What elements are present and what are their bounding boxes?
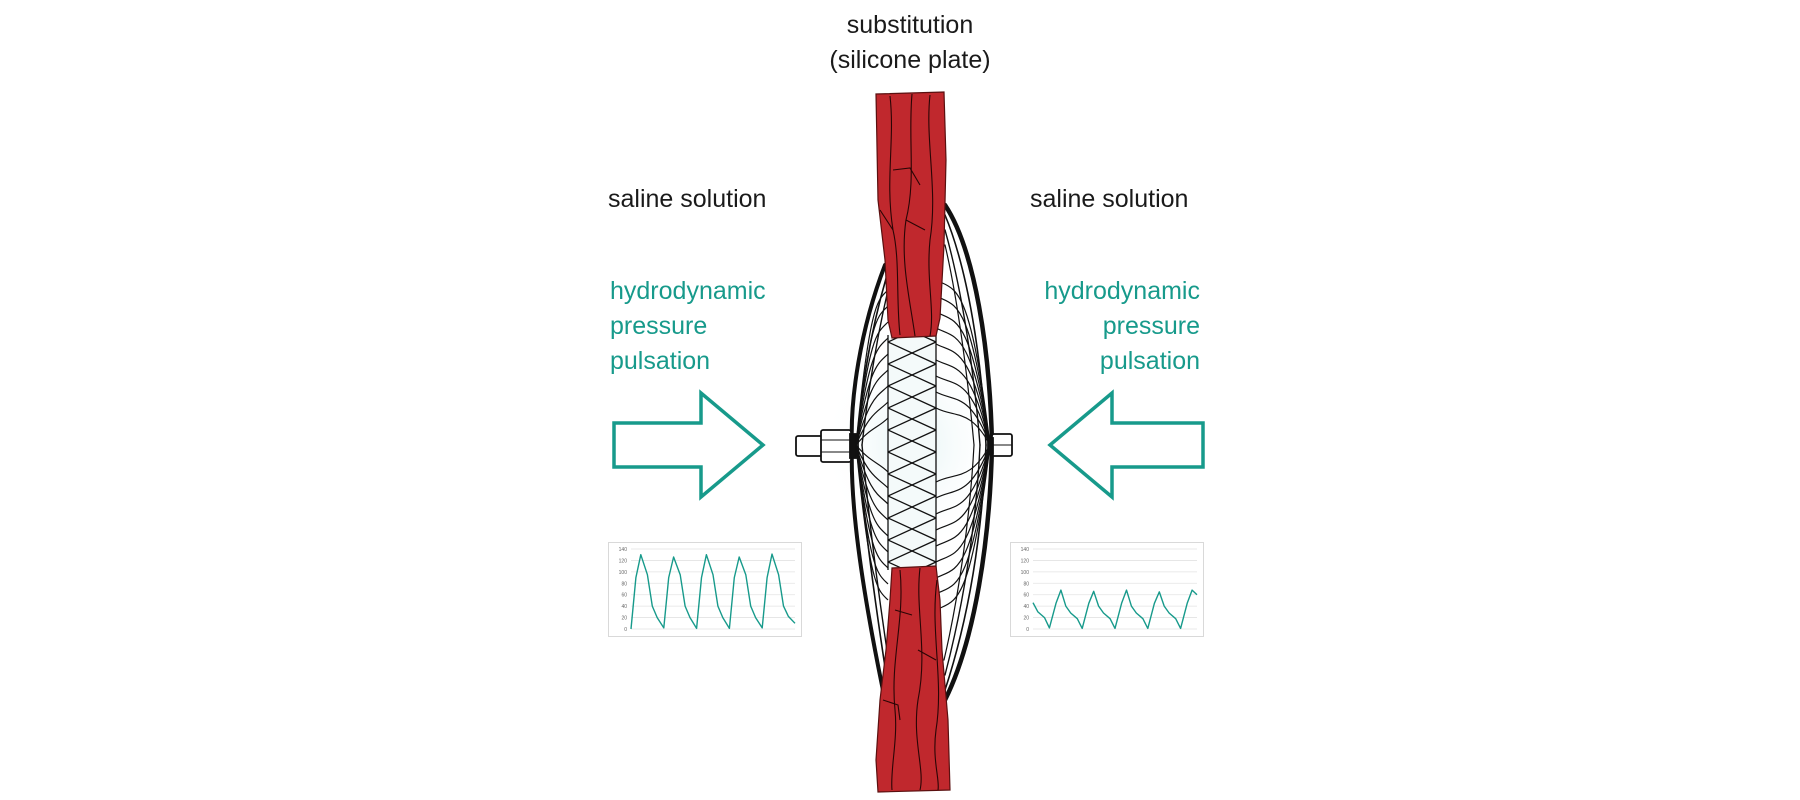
stent-wire bbox=[888, 363, 936, 387]
right-pressure-line-1: hydrodynamic bbox=[1044, 277, 1200, 305]
mesh-curve-right-top bbox=[935, 391, 991, 446]
mesh-curve-right-bottom bbox=[935, 444, 991, 531]
stent-wire bbox=[919, 335, 936, 343]
mesh-curve-right-bottom bbox=[935, 444, 991, 595]
mesh-curve-right-bottom bbox=[935, 444, 991, 515]
inner-stent bbox=[887, 335, 937, 570]
left-pressure-line-1: hydrodynamic bbox=[610, 277, 766, 305]
mesh-curve-left-bottom bbox=[855, 444, 889, 585]
left-chart-ytick-label: 100 bbox=[619, 570, 628, 576]
stent-wire bbox=[888, 495, 936, 519]
mesh-curve-right-bottom bbox=[935, 444, 991, 563]
mesh-curve-right-top bbox=[935, 327, 991, 446]
stent-wire bbox=[888, 539, 936, 563]
right-pressure-chart: 0 20 40 60 80 100 120 140 bbox=[1010, 542, 1204, 637]
title-line-1: substitution bbox=[846, 11, 974, 39]
stent-wire bbox=[888, 385, 936, 409]
mesh-curve-left-bottom bbox=[855, 444, 889, 553]
stent-wire bbox=[888, 473, 936, 497]
left-chart-ytick-label: 40 bbox=[621, 604, 627, 610]
mesh-curve-left-top bbox=[855, 353, 889, 446]
mesh-curve-left-top bbox=[855, 305, 889, 446]
mesh-curve-left-top bbox=[855, 369, 889, 446]
right-chart-svg: 0 20 40 60 80 100 120 140 bbox=[1021, 547, 1198, 633]
mesh-curve-left-top bbox=[855, 385, 889, 446]
left-chart-ytick-label: 80 bbox=[621, 581, 627, 587]
mesh-curve-right-top bbox=[935, 295, 991, 446]
right-connector bbox=[987, 433, 1013, 457]
lower-vessel bbox=[875, 565, 951, 793]
left-pressure-label: hydrodynamic pressure pulsation bbox=[610, 274, 766, 379]
stent-wire bbox=[888, 451, 936, 475]
left-chart-ytick-label: 60 bbox=[621, 593, 627, 599]
mesh-curve-right-top bbox=[935, 407, 991, 446]
stent-wire bbox=[888, 561, 908, 570]
mesh-curve-left-bottom bbox=[855, 444, 889, 537]
stent-device bbox=[795, 91, 1013, 793]
figure-title: substitution (silicone plate) bbox=[760, 8, 1060, 78]
left-pressure-chart: 0 20 40 60 80 100 120 140 bbox=[608, 542, 802, 637]
mesh-curve-right-top bbox=[935, 375, 991, 446]
right-pressure-line-3: pulsation bbox=[1099, 347, 1200, 375]
mesh-curve-right-bottom bbox=[935, 444, 991, 547]
mesh-curve-right-bottom bbox=[935, 444, 991, 579]
right-chart-ytick-label: 60 bbox=[1023, 593, 1029, 599]
mesh-curve-right-bottom bbox=[935, 444, 991, 611]
stent-wire bbox=[888, 517, 936, 541]
upper-vessel bbox=[875, 91, 947, 339]
title-line-2: (silicone plate) bbox=[829, 46, 991, 74]
right-chart-ytick-label: 80 bbox=[1023, 581, 1029, 587]
mesh-curve-left-bottom bbox=[855, 444, 889, 569]
right-chart-series-line bbox=[1032, 589, 1198, 630]
right-chart-ytick-label: 140 bbox=[1021, 547, 1030, 553]
left-chart-svg: 0 20 40 60 80 100 120 140 bbox=[619, 547, 796, 633]
mesh-curve-left-top bbox=[855, 401, 889, 446]
stent-wire bbox=[888, 407, 936, 431]
arrow-right-icon bbox=[612, 389, 766, 501]
mesh-curve-left-bottom bbox=[855, 444, 889, 473]
mesh-curve-left-bottom bbox=[855, 444, 889, 489]
left-chart-ytick-label: 0 bbox=[624, 627, 627, 633]
mesh-curve-left-top bbox=[855, 417, 889, 446]
mesh-curve-right-bottom bbox=[935, 444, 991, 483]
left-chart-ytick-label: 140 bbox=[619, 547, 628, 553]
stent-wire bbox=[916, 561, 936, 570]
right-chart-ytick-label: 20 bbox=[1023, 616, 1029, 622]
stent-wire bbox=[888, 341, 936, 365]
mesh-curve-right-top bbox=[935, 359, 991, 446]
right-pressure-label: hydrodynamic pressure pulsation bbox=[1000, 274, 1200, 379]
mesh-radial-lines bbox=[855, 279, 991, 611]
left-pressure-line-2: pressure bbox=[610, 312, 708, 340]
mesh-curve-right-bottom bbox=[935, 444, 991, 499]
mesh-curve-right-top bbox=[935, 311, 991, 446]
mesh-curve-right-top bbox=[935, 343, 991, 446]
left-chart-ytick-label: 20 bbox=[621, 616, 627, 622]
right-chart-ytick-label: 0 bbox=[1026, 627, 1029, 633]
arrow-left-icon bbox=[1047, 389, 1205, 501]
left-medium-label: saline solution bbox=[608, 185, 767, 213]
mesh-curve-right-top bbox=[935, 279, 991, 446]
left-chart-series-line bbox=[630, 553, 796, 630]
right-chart-ytick-label: 100 bbox=[1021, 570, 1030, 576]
left-pressure-line-3: pulsation bbox=[610, 347, 711, 375]
right-chart-ytick-label: 120 bbox=[1021, 558, 1030, 564]
right-pressure-line-2: pressure bbox=[1102, 312, 1200, 340]
left-chart-ytick-label: 120 bbox=[619, 558, 628, 564]
left-connector bbox=[795, 429, 857, 463]
right-medium-label: saline solution bbox=[1030, 185, 1189, 213]
mesh-curve-left-top bbox=[855, 321, 889, 446]
mesh-curve-left-bottom bbox=[855, 444, 889, 521]
stent-wire bbox=[888, 429, 936, 453]
mesh-curve-left-bottom bbox=[855, 444, 889, 505]
mesh-curve-left-top bbox=[855, 337, 889, 446]
right-chart-ytick-label: 40 bbox=[1023, 604, 1029, 610]
